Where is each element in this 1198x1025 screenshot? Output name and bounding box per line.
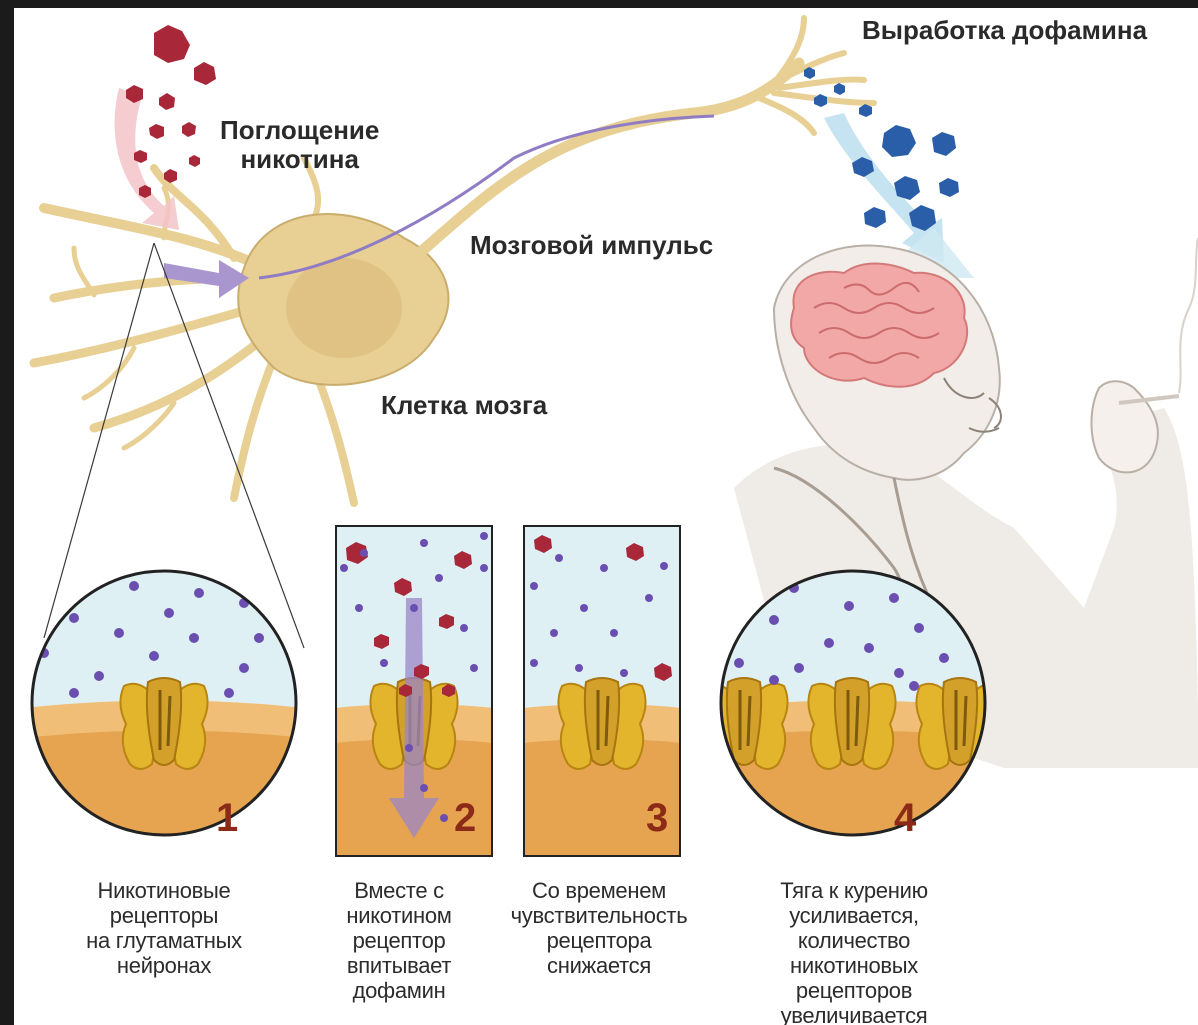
- panel-1-caption: Никотиновые рецепторы на глутаматных ней…: [64, 878, 264, 978]
- dopamine-molecules: [804, 67, 959, 231]
- panel-3-caption: Со временем чувствительность рецептора с…: [484, 878, 714, 978]
- panel-4-caption: Тяга к курению усиливается, количество н…: [744, 878, 964, 1025]
- brain-cell-label: Клетка мозга: [381, 391, 547, 420]
- panel-1-number: 1: [216, 798, 238, 838]
- brain-impulse-label: Мозговой импульс: [470, 231, 713, 260]
- panel-4-number: 4: [894, 798, 916, 838]
- panel-2-caption: Вместе с никотином рецептор впитывает до…: [314, 878, 484, 1003]
- panel-2-number: 2: [454, 798, 476, 838]
- panel-1-illustration: [24, 568, 304, 848]
- dopamine-release-label: Выработка дофамина: [862, 16, 1147, 45]
- illustration: [14, 8, 1198, 1025]
- panel-3-number: 3: [646, 798, 668, 838]
- nicotine-uptake-label: Поглощение никотина: [220, 116, 379, 173]
- figure-frame: Выработка дофамина Поглощение никотина М…: [14, 8, 1198, 1025]
